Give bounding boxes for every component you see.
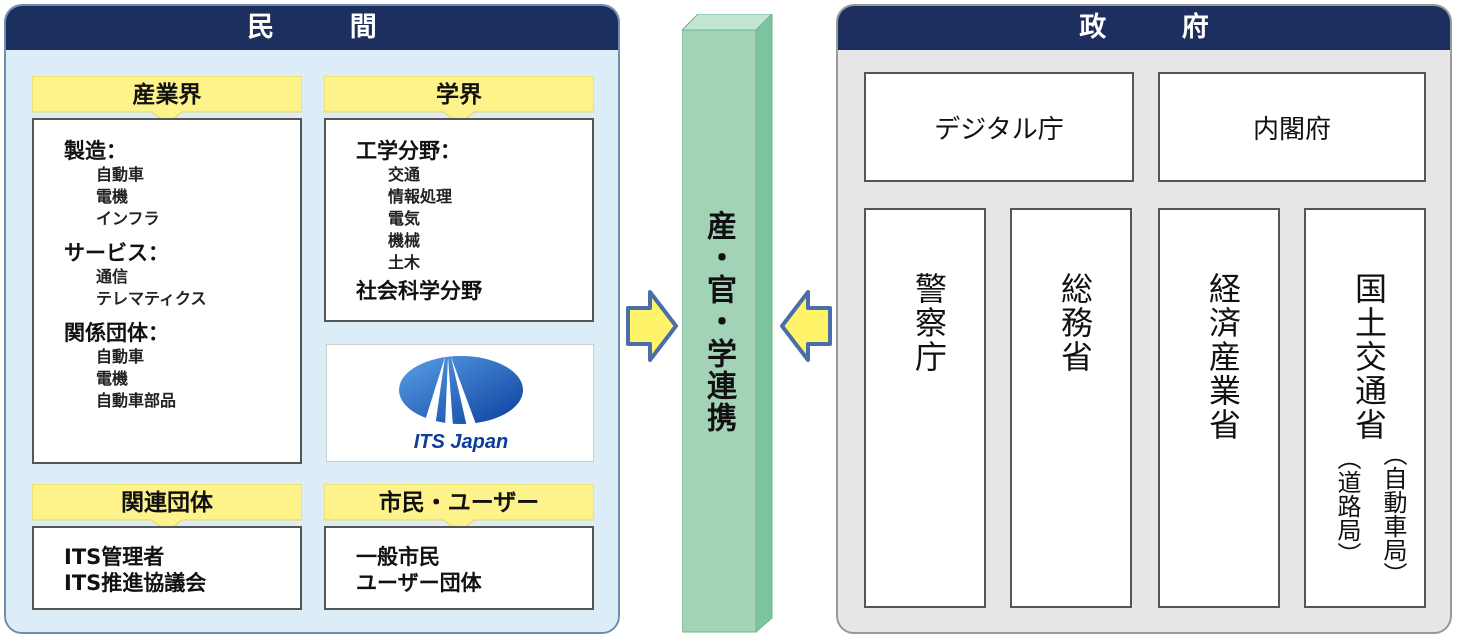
academia-item: 機械: [388, 231, 421, 250]
npa-box: 警察庁: [864, 208, 986, 608]
academia-banner: 学界: [324, 76, 594, 124]
digital-agency-box: デジタル庁: [864, 72, 1134, 182]
citizens-banner: 市民・ユーザー: [324, 484, 594, 532]
citizens-item: 一般市民: [356, 545, 440, 569]
industry-item: 電機: [96, 187, 129, 206]
related-item: ITS管理者: [64, 545, 165, 569]
government-panel: 政 府 デジタル庁 内閣府 警察庁 総務省 経済産業省 国土交通省 （自動車局）…: [836, 4, 1452, 634]
government-title: 政 府: [838, 6, 1450, 50]
npa-label: 警察庁: [910, 272, 948, 374]
industry-group-heading: 関係団体：: [64, 321, 169, 345]
academia-heading: 工学分野：: [356, 139, 461, 163]
mlit-sub-automobile: （自動車局）: [1379, 442, 1407, 586]
meti-box: 経済産業省: [1158, 208, 1280, 608]
collaboration-label: 産・官・学連携: [701, 210, 736, 434]
industry-item: 自動車: [96, 347, 145, 366]
citizens-label: 市民・ユーザー: [378, 490, 540, 516]
industry-banner: 産業界: [32, 76, 302, 124]
meti-label: 経済産業省: [1204, 272, 1242, 442]
mlit-sub-road: （道路局）: [1333, 446, 1361, 566]
related-banner: 関連団体: [32, 484, 302, 532]
academia-box: 工学分野： 交通 情報処理 電気 機械 土木 社会科学分野: [324, 118, 594, 322]
academia-item: 情報処理: [388, 187, 453, 206]
collaboration-pillar: [682, 14, 773, 634]
academia-item: 交通: [388, 165, 421, 184]
arrow-right-icon: [626, 290, 678, 362]
industry-label: 産業界: [132, 82, 202, 108]
academia-item: 土木: [388, 253, 421, 272]
its-japan-emblem: [399, 356, 523, 427]
citizens-box: 一般市民 ユーザー団体: [324, 526, 594, 610]
mlit-label: 国土交通省: [1350, 272, 1388, 442]
private-sector-title: 民 間: [6, 6, 618, 50]
related-label: 関連団体: [121, 490, 213, 516]
mlit-box: 国土交通省 （自動車局） （道路局）: [1304, 208, 1426, 608]
related-item: ITS推進協議会: [64, 571, 207, 595]
arrow-left-icon: [780, 290, 832, 362]
mic-box: 総務省: [1010, 208, 1132, 608]
its-japan-logo: ITS Japan: [326, 344, 594, 462]
academia-item: 電気: [388, 209, 421, 228]
industry-item: インフラ: [96, 209, 160, 228]
academia-extra: 社会科学分野: [356, 279, 482, 303]
industry-item: 電機: [96, 369, 129, 388]
related-box: ITS管理者 ITS推進協議会: [32, 526, 302, 610]
citizens-item: ユーザー団体: [356, 571, 482, 595]
industry-box: 製造： 自動車 電機 インフラ サービス： 通信 テレマティクス 関係団体： 自…: [32, 118, 302, 464]
cabinet-office-box: 内閣府: [1158, 72, 1426, 182]
industry-item: 自動車部品: [96, 391, 177, 410]
mic-label: 総務省: [1056, 272, 1094, 374]
private-sector-panel: 民 間 産業界 製造： 自動車 電機 インフラ サービス： 通信 テレマティクス…: [4, 4, 620, 634]
industry-item: 通信: [96, 267, 129, 286]
industry-item: テレマティクス: [96, 289, 207, 308]
academia-label: 学界: [436, 82, 482, 108]
industry-group-heading: サービス：: [64, 241, 169, 265]
logo-text: ITS Japan: [413, 431, 509, 453]
industry-group-heading: 製造：: [64, 139, 127, 163]
industry-item: 自動車: [96, 165, 145, 184]
